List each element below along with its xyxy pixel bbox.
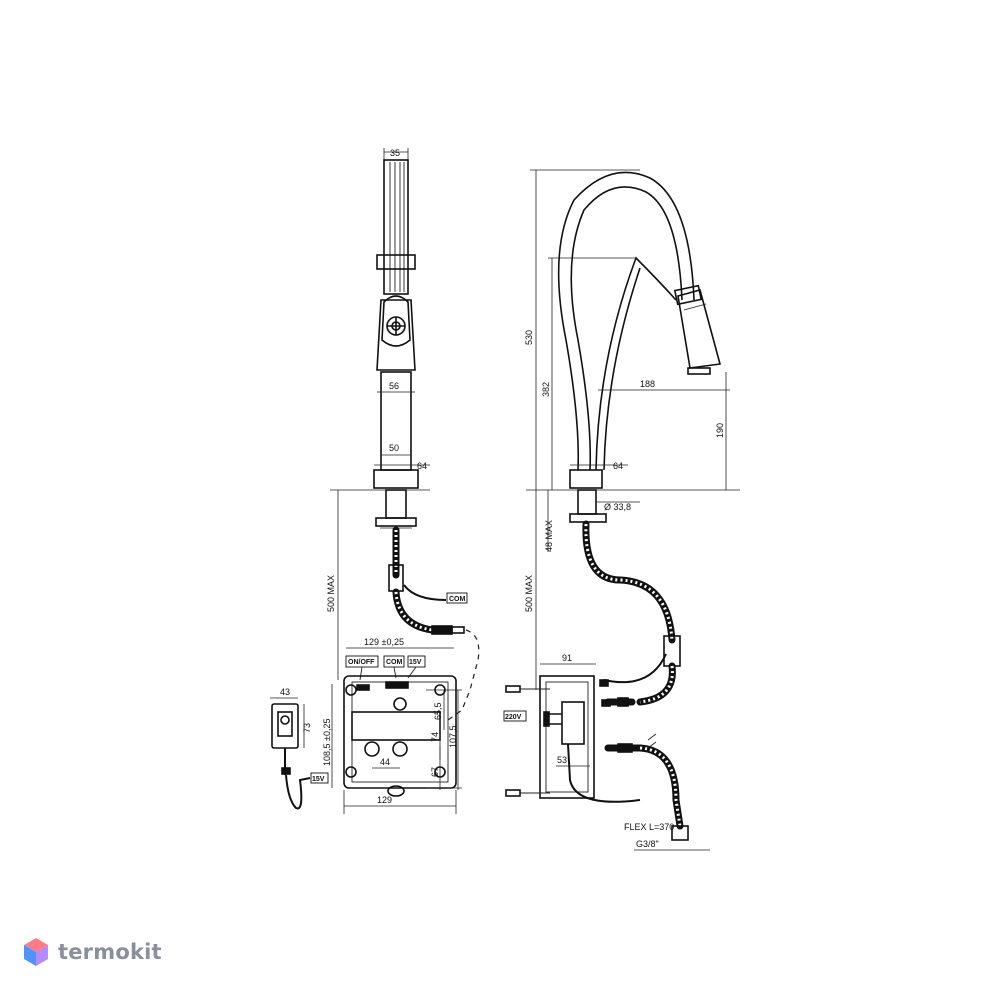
tag-on-off: ON/OFF — [345, 655, 379, 668]
dim-91: 91 — [562, 653, 572, 663]
faucet-body — [376, 299, 416, 371]
dim-thread: G3/8" — [636, 839, 659, 849]
brand-name: termokit — [58, 940, 162, 964]
front-view: 35 56 50 64 — [326, 148, 480, 721]
thread-fitting — [671, 825, 689, 841]
dim-64-left: 64 — [417, 461, 427, 471]
svg-text:220V: 220V — [505, 714, 522, 721]
box-button-right — [392, 741, 408, 757]
control-box: 129 ±0,25 ON/OFF COM 15V 44 — [322, 637, 462, 814]
faucet-base — [373, 469, 419, 489]
dim-43: 43 — [280, 687, 290, 697]
dim-530: 530 — [524, 330, 534, 345]
dim-74: 74 — [430, 732, 440, 742]
side-base — [569, 469, 603, 489]
wall-switch: 43 73 15V — [270, 687, 329, 810]
dim-500-right: 500 MAX — [524, 575, 534, 612]
tag-15v-box: 15V — [407, 655, 426, 668]
dim-73: 73 — [302, 723, 312, 733]
handshower-ribs — [389, 162, 405, 292]
dim-67: 67 — [430, 767, 440, 777]
box-outer — [343, 675, 457, 789]
spout-arch-outer — [557, 171, 695, 471]
side-box — [539, 675, 595, 799]
mount-nut-left — [375, 517, 417, 527]
side-view: 64 Ø 33,8 530 382 188 190 48 MAX 500 MAX… — [503, 169, 740, 851]
dim-382: 382 — [541, 382, 551, 397]
dim-35: 35 — [390, 148, 400, 158]
dim-flex: FLEX L=370 — [624, 822, 674, 832]
power-adapter — [561, 701, 585, 745]
tag-220v: 220V — [503, 710, 527, 722]
handshower-body — [383, 159, 409, 295]
dim-190: 190 — [715, 423, 725, 438]
dim-108: 108,5 ±0,25 — [322, 719, 332, 766]
box-button-left — [364, 741, 380, 757]
switch-body — [271, 703, 299, 749]
svg-text:15V: 15V — [312, 776, 325, 783]
dim-65: 65,5 — [433, 702, 443, 720]
svg-text:ON/OFF: ON/OFF — [348, 659, 375, 666]
spray-head — [677, 289, 722, 369]
tag-com-cable: COM — [446, 592, 468, 604]
dim-129: 129 — [377, 795, 392, 805]
spout-arch-inner — [570, 186, 683, 471]
dim-48: 48 MAX — [544, 520, 554, 552]
brand-logo: termokit — [22, 936, 162, 968]
dim-56: 56 — [389, 381, 399, 391]
dim-50: 50 — [389, 443, 399, 453]
svg-text:COM: COM — [449, 596, 466, 603]
tag-15v-switch: 15V — [310, 772, 329, 784]
dashed-cable — [447, 629, 480, 721]
dim-hole: Ø 33,8 — [604, 502, 631, 512]
dim-500-left: 500 MAX — [326, 575, 336, 612]
dim-107: 107,5 — [448, 725, 458, 748]
mount-nut-right — [569, 513, 607, 523]
dim-129-tol: 129 ±0,25 — [364, 637, 404, 647]
svg-text:15V: 15V — [409, 659, 422, 666]
dim-188: 188 — [640, 379, 655, 389]
dim-53: 53 — [557, 755, 567, 765]
body-curve — [595, 256, 677, 471]
cube-logo-icon — [24, 938, 48, 966]
dim-44: 44 — [380, 757, 390, 767]
svg-text:COM: COM — [386, 659, 403, 666]
dim-64-right: 64 — [613, 461, 623, 471]
box-display — [351, 711, 441, 741]
tag-com-box: COM — [383, 655, 405, 668]
holder-ring — [376, 254, 416, 270]
supply-hose-right — [582, 520, 676, 644]
